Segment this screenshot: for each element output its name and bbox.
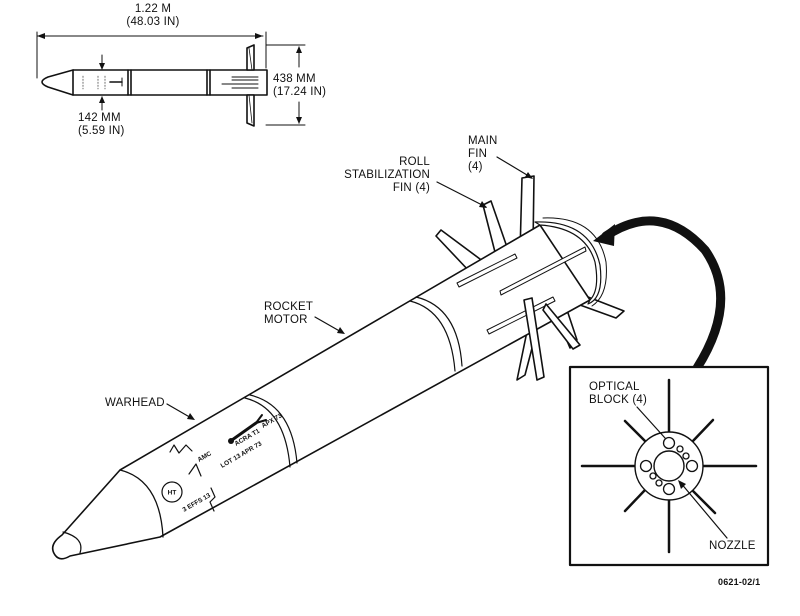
side-view-missile	[36, 31, 306, 127]
nozzle-circle	[653, 450, 685, 482]
optical-block-label-line2: BLOCK (4)	[589, 394, 648, 406]
nozzle-leader	[679, 481, 728, 539]
roll-fin-leader	[436, 181, 487, 208]
optical-blocks	[639, 436, 699, 496]
warhead-zigzag-1	[169, 444, 193, 454]
main-fin-leader	[496, 156, 533, 179]
main-fin-label-line2: FIN	[468, 148, 488, 160]
main-fin-label: MAIN FIN (4)	[468, 135, 498, 174]
diameter-label: 142 MM (5.59 IN)	[78, 112, 125, 138]
fin-span-arrow-top	[296, 46, 302, 53]
rocket-motor-label-line2: MOTOR	[264, 314, 308, 326]
warhead-band	[244, 397, 291, 468]
fin-slots	[456, 246, 587, 335]
fin-span-metric: 438 MM	[273, 73, 316, 85]
diameter-metric: 142 MM	[78, 112, 121, 124]
missile-body	[51, 224, 591, 560]
roll-stabilization-fin-label: ROLL STABILIZATION FIN (4)	[330, 156, 430, 195]
fin-span-imperial: (17.24 IN)	[273, 86, 327, 98]
warhead-zigzag-2	[209, 487, 216, 512]
length-arrow-left	[37, 33, 45, 39]
main-fin-label-line1: MAIN	[468, 135, 498, 147]
diameter-imperial: (5.59 IN)	[78, 125, 125, 137]
nozzle-label: NOZZLE	[709, 540, 756, 552]
diameter-arrow-bottom	[99, 96, 105, 103]
side-nose	[41, 69, 74, 96]
tail-end-ring	[534, 221, 602, 305]
nose-cap	[62, 531, 82, 554]
inset-fins	[580, 378, 758, 554]
optical-block-label: OPTICAL BLOCK (4)	[589, 381, 647, 407]
rocket-motor-label-line1: ROCKET	[264, 301, 314, 313]
figure-code: 0621-02/1	[718, 577, 761, 587]
tail-plate	[634, 431, 704, 501]
main-fin-label-line3: (4)	[468, 161, 483, 173]
length-imperial: (48.03 IN)	[126, 16, 180, 28]
optical-block-leader	[636, 406, 666, 439]
roll-fin-label-line2: STABILIZATION	[344, 169, 430, 181]
ht-badge-circle	[161, 481, 183, 503]
diameter-arrow-top	[99, 63, 105, 70]
length-arrow-right	[255, 33, 263, 39]
fin-span-arrow-bottom	[296, 117, 302, 124]
front-fins	[523, 297, 581, 381]
warhead-seam	[119, 469, 164, 538]
length-metric: 1.22 M	[134, 3, 172, 15]
roll-fin-label-line1: ROLL	[399, 156, 430, 168]
fin-span-label: 438 MM (17.24 IN)	[273, 73, 326, 99]
side-body	[72, 69, 268, 96]
view-arrow-head	[593, 224, 615, 246]
warhead-arrow-mark	[228, 414, 267, 444]
warhead-triangle-mark	[188, 463, 202, 477]
view-arrow	[601, 216, 726, 373]
roll-fin-label-line3: FIN (4)	[392, 182, 430, 194]
rocket-motor-label: ROCKET MOTOR	[264, 301, 313, 327]
motor-band	[409, 300, 456, 372]
warhead-badge-text: HT	[168, 490, 177, 497]
optical-block-label-line1: OPTICAL	[589, 381, 640, 393]
length-label: 1.22 M (48.03 IN)	[113, 3, 193, 29]
warhead-label: WARHEAD	[105, 397, 165, 409]
